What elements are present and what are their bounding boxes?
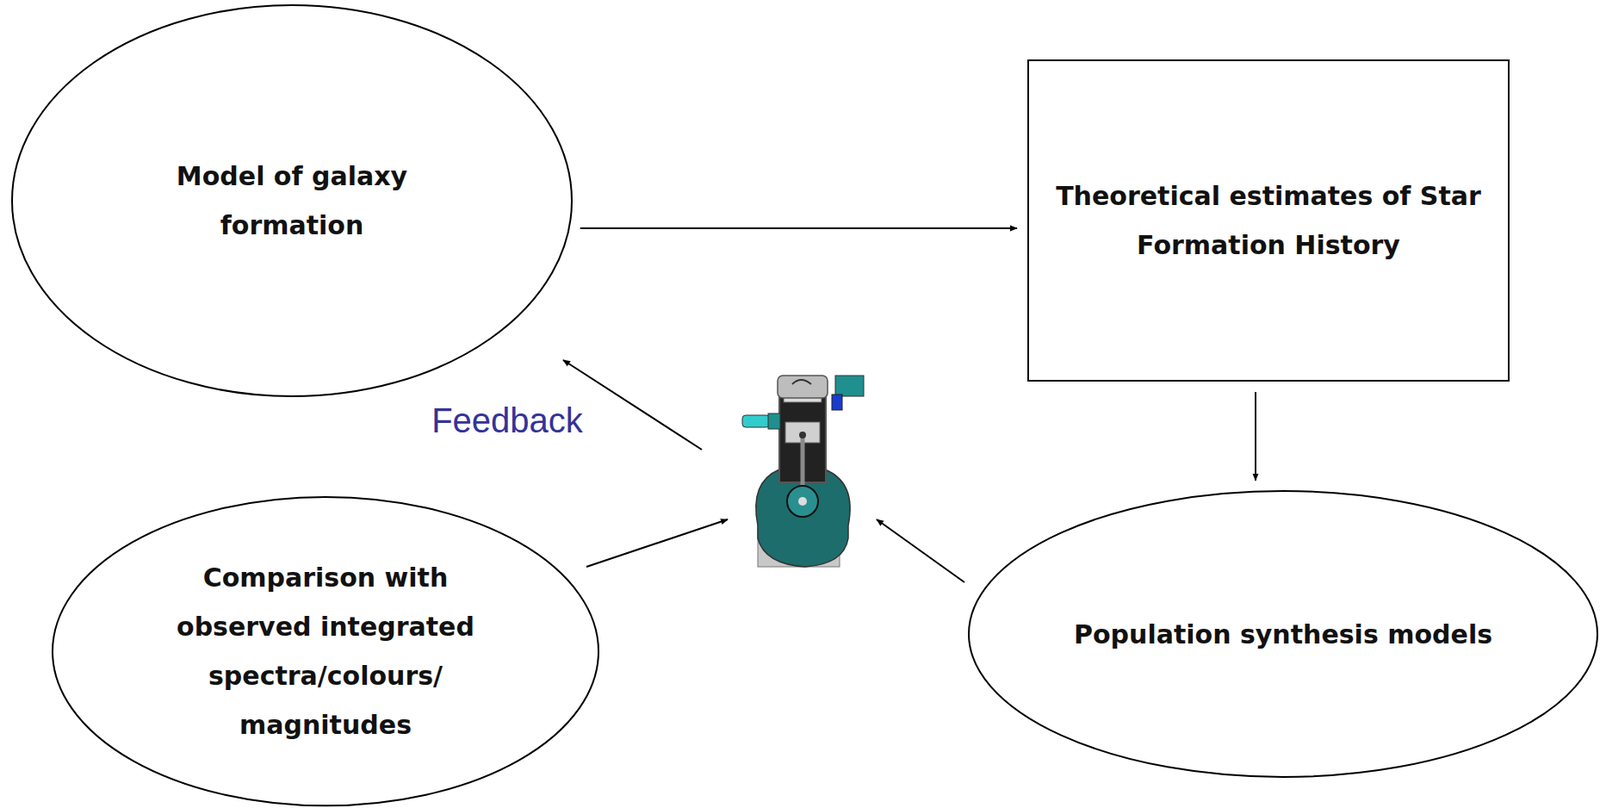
- connector-arrow: [580, 227, 1018, 230]
- ellipse-node: Model of galaxy formation: [11, 4, 573, 397]
- ellipse-outline: [11, 4, 573, 397]
- feedback-label: Feedback: [428, 401, 586, 441]
- connector-arrow: [1254, 391, 1257, 481]
- node-text: Population synthesis models: [1073, 609, 1493, 659]
- arrow-line: [586, 519, 728, 567]
- node-text: Comparison with observed integrated spec…: [153, 552, 498, 750]
- engine-icon: [742, 375, 864, 567]
- process-box: Theoretical estimates of Star Formation …: [1027, 59, 1510, 382]
- ellipse-node: Comparison with observed integrated spec…: [51, 496, 600, 807]
- ellipse-node: Population synthesis models: [967, 489, 1599, 778]
- ellipse-outline: [51, 496, 600, 807]
- node-text: Model of galaxy formation: [111, 151, 473, 250]
- arrow-line: [876, 519, 965, 583]
- node-text: Theoretical estimates of Star Formation …: [1044, 171, 1493, 270]
